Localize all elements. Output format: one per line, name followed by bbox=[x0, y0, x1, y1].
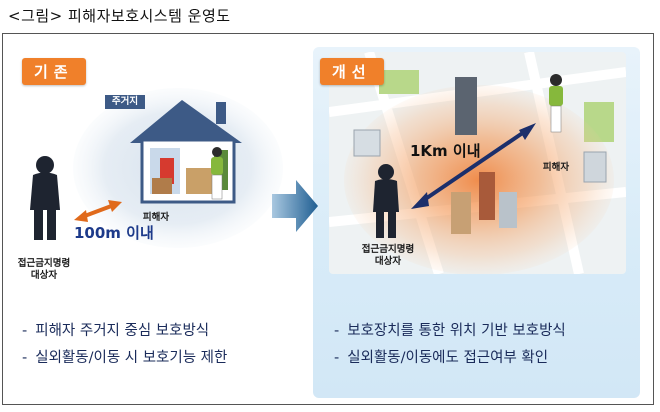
left-bullet-2: -실외활동/이동 시 보호기능 제한 bbox=[22, 350, 228, 366]
house-label-box bbox=[105, 95, 145, 109]
right-distance-label: 1Km 이내 bbox=[410, 142, 481, 160]
house-label: 주거지 bbox=[111, 96, 139, 107]
offender-right-icon bbox=[373, 164, 399, 238]
building bbox=[353, 129, 381, 157]
building bbox=[479, 172, 495, 220]
victim-right-icon bbox=[549, 74, 563, 133]
figure-caption: <그림> 피해자보호시스템 운영도 bbox=[8, 7, 231, 25]
left-distance-arrow bbox=[74, 200, 122, 222]
right-victim-label: 피해자 bbox=[542, 162, 570, 173]
map-scene bbox=[329, 52, 626, 274]
offender-left-icon bbox=[30, 156, 60, 240]
park-block bbox=[379, 70, 419, 94]
before-badge: 기존 bbox=[22, 58, 86, 85]
left-victim-label: 피해자 bbox=[142, 212, 170, 223]
transition-arrow-icon bbox=[272, 180, 318, 232]
building bbox=[583, 151, 607, 183]
map-area bbox=[329, 52, 626, 274]
after-badge: 개선 bbox=[320, 58, 384, 85]
building bbox=[455, 77, 477, 135]
house-icon bbox=[130, 100, 242, 204]
left-bullet-1: -피해자 주거지 중심 보호방식 bbox=[22, 323, 210, 339]
right-distance-arrow bbox=[411, 123, 536, 209]
left-target-label: 접근금지명령 대상자 bbox=[17, 258, 71, 281]
left-distance-label: 100m 이내 bbox=[74, 224, 154, 242]
right-target-label: 접근금지명령 대상자 bbox=[361, 244, 415, 267]
right-bullet-2: -실외활동/이동에도 접근여부 확인 bbox=[334, 350, 549, 366]
building bbox=[451, 192, 471, 234]
right-bullet-1: -보호장치를 통한 위치 기반 보호방식 bbox=[334, 323, 566, 339]
building bbox=[499, 192, 517, 228]
